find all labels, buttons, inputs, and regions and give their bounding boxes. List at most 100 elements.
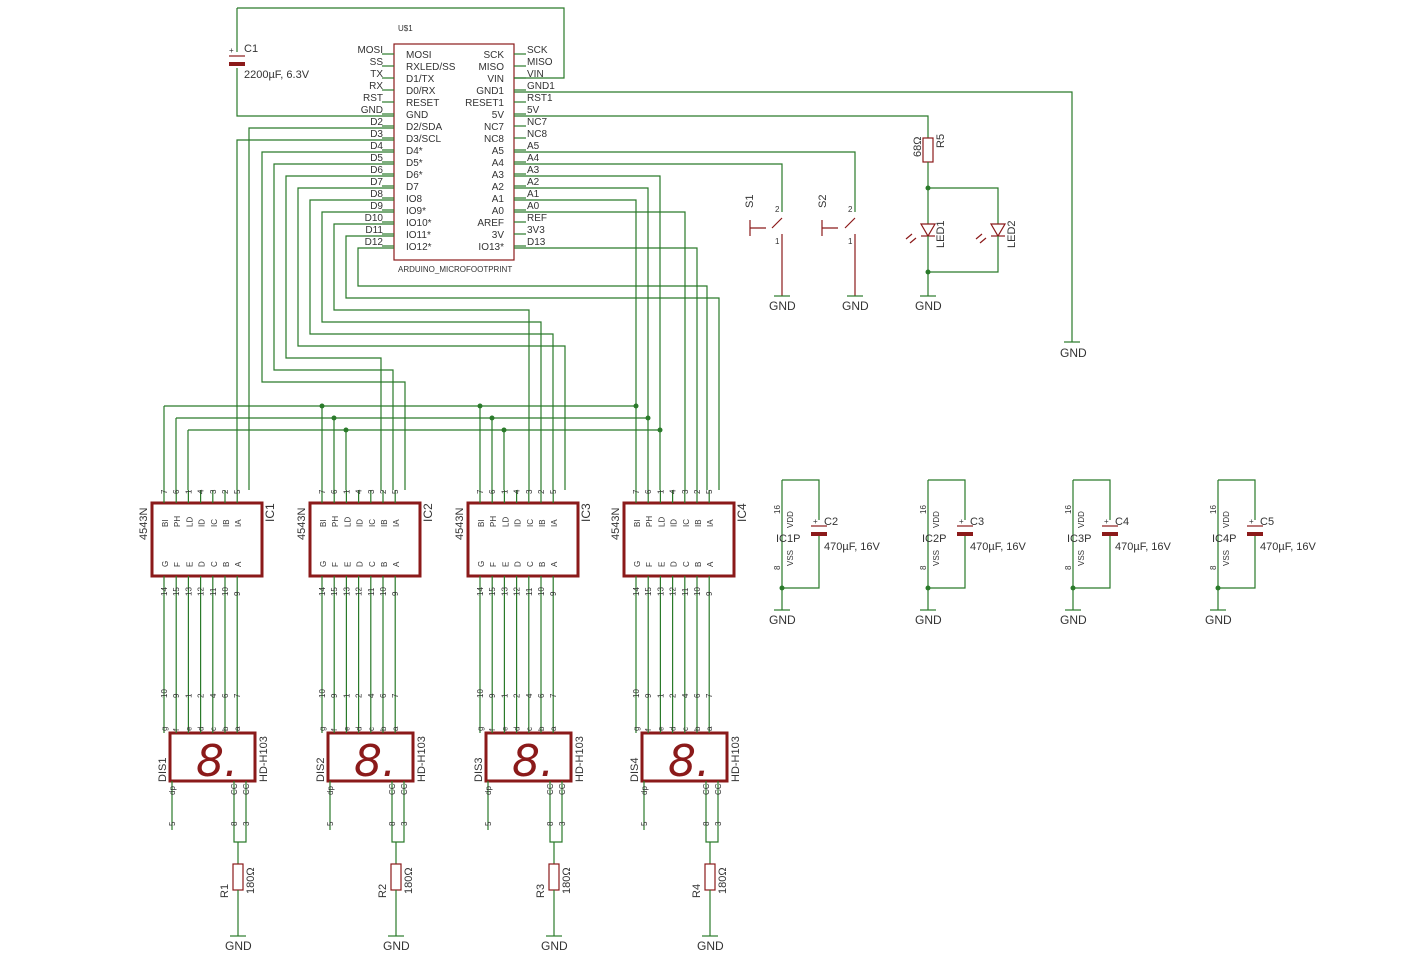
cap-plus: + — [1249, 517, 1254, 526]
ic-pin-number: 6 — [488, 489, 497, 494]
ic-pin-name: C — [210, 561, 219, 567]
gnd-symbol: GND — [1205, 613, 1232, 627]
display-pin-number: 2 — [669, 693, 678, 698]
display-pin-name: e — [656, 726, 665, 731]
vdd-label: VDD — [1222, 511, 1231, 528]
display-pin-number: 5 — [640, 821, 649, 826]
power-wire — [1072, 479, 1111, 610]
power-ic-ref: IC2P — [922, 533, 946, 545]
junction-dot — [1215, 585, 1221, 591]
display-digit: 8. — [668, 736, 710, 787]
arduino-pin-name: RESET1 — [465, 98, 504, 109]
arduino-net-label: SCK — [527, 45, 548, 56]
ic-pin-name: E — [343, 562, 352, 567]
gnd-symbol: GND — [769, 299, 796, 313]
display-pin-number: 7 — [391, 693, 400, 698]
display-pin-name: b — [693, 726, 702, 731]
arduino-pin-name: D3/SCL — [406, 134, 441, 145]
cap-value: 470µF, 16V — [1260, 541, 1317, 553]
ic-pin-number: 1 — [342, 489, 351, 494]
display-pin-number: 3 — [242, 821, 251, 826]
arduino-net-label: MISO — [527, 57, 553, 68]
arduino-net-label: REF — [527, 213, 547, 224]
resistor-value: 180Ω — [403, 867, 415, 894]
vss-num: 8 — [1209, 565, 1218, 570]
vdd-num: 16 — [1209, 505, 1218, 514]
ic-pin-name: C — [368, 561, 377, 567]
ic-pin-number: 2 — [693, 489, 702, 494]
arduino-pin-name: 3V — [492, 230, 505, 241]
display-pin-number: 9 — [330, 693, 339, 698]
vdd-label: VDD — [786, 511, 795, 528]
ic-pin-number: 11 — [209, 587, 218, 596]
ic-pin-number: 1 — [500, 489, 509, 494]
display-pin-number: 5 — [326, 821, 335, 826]
ic-body — [466, 501, 580, 578]
ic-pin-name: IC — [526, 519, 535, 527]
ic-pin-name: IC — [368, 519, 377, 527]
display-pin-number: 10 — [160, 689, 169, 698]
arduino-pin-name: NC7 — [484, 122, 504, 133]
resistor-body — [704, 863, 716, 891]
ic-pin-name: D — [198, 561, 207, 567]
arduino-net-label: A4 — [527, 153, 540, 164]
display-pin-name: dp — [640, 786, 649, 795]
arduino-pin-name: D7 — [406, 182, 419, 193]
display-pin-name: d — [355, 727, 364, 731]
gnd-symbol: GND — [697, 939, 724, 953]
ic-pin-name: PH — [331, 516, 340, 527]
arduino-net-label: D10 — [365, 213, 384, 224]
display-pin-number: 10 — [632, 689, 641, 698]
cap-ref: C2 — [824, 516, 838, 528]
arduino-net-label: GND1 — [527, 81, 555, 92]
ic-pin-number: 3 — [525, 489, 534, 494]
arduino-pin-name: D6* — [406, 170, 423, 181]
svg-text:+: + — [229, 46, 234, 55]
ic-pin-name: B — [222, 562, 231, 567]
cap-plate-neg — [957, 532, 973, 536]
arduino-pin-name: D2/SDA — [406, 122, 442, 133]
vdd-label: VDD — [1077, 511, 1086, 528]
ic-pin-number: 1 — [184, 489, 193, 494]
resistor-body — [548, 863, 560, 891]
display-pin-name: g — [632, 727, 641, 731]
arduino-net-label: D12 — [365, 237, 384, 248]
ic-pin-number: 15 — [488, 587, 497, 596]
led2-ref: LED2 — [1006, 220, 1018, 248]
ic-pin-name: B — [380, 562, 389, 567]
display-part-label: HD-H103 — [416, 736, 428, 782]
ic-pin-number: 2 — [221, 489, 230, 494]
ic-pin-name: ID — [670, 519, 679, 527]
arduino-ref: U$1 — [398, 24, 413, 33]
arduino-pin-name: VIN — [487, 74, 504, 85]
ic-part-label: 4543N — [610, 508, 622, 540]
display-part-label: HD-H103 — [574, 736, 586, 782]
display-pin-name: CC — [702, 783, 711, 795]
arduino-left-pins: MOSIMOSIRXLED/SSSSD1/TXTXD0/RXRXRESETRST… — [357, 45, 455, 253]
ic-pin-name: G — [161, 561, 170, 567]
ic-pin-number: 4 — [355, 489, 364, 494]
vdd-num: 16 — [1064, 505, 1073, 514]
arduino-pin-name: IO13* — [478, 242, 504, 253]
ic-pin-number: 12 — [197, 587, 206, 596]
ic-pin-name: F — [173, 562, 182, 567]
arduino-net-label: A0 — [527, 201, 540, 212]
display-pin-name: CC — [230, 783, 239, 795]
arduino-net-label: D3 — [370, 129, 383, 140]
arduino-pin-name: D1/TX — [406, 74, 435, 85]
ic-pin-number: 14 — [160, 587, 169, 596]
ic-pin-number: 11 — [367, 587, 376, 596]
arduino-net-label: 3V3 — [527, 225, 545, 236]
ic-pin-name: G — [319, 561, 328, 567]
ic-pin-name: D — [670, 561, 679, 567]
display-pin-number: 3 — [558, 821, 567, 826]
ic-pin-number: 10 — [221, 587, 230, 596]
cap-plate-neg — [1102, 532, 1118, 536]
display-pin-number: 7 — [705, 693, 714, 698]
ic-pin-number: 5 — [549, 489, 558, 494]
ic-pin-number: 15 — [330, 587, 339, 596]
